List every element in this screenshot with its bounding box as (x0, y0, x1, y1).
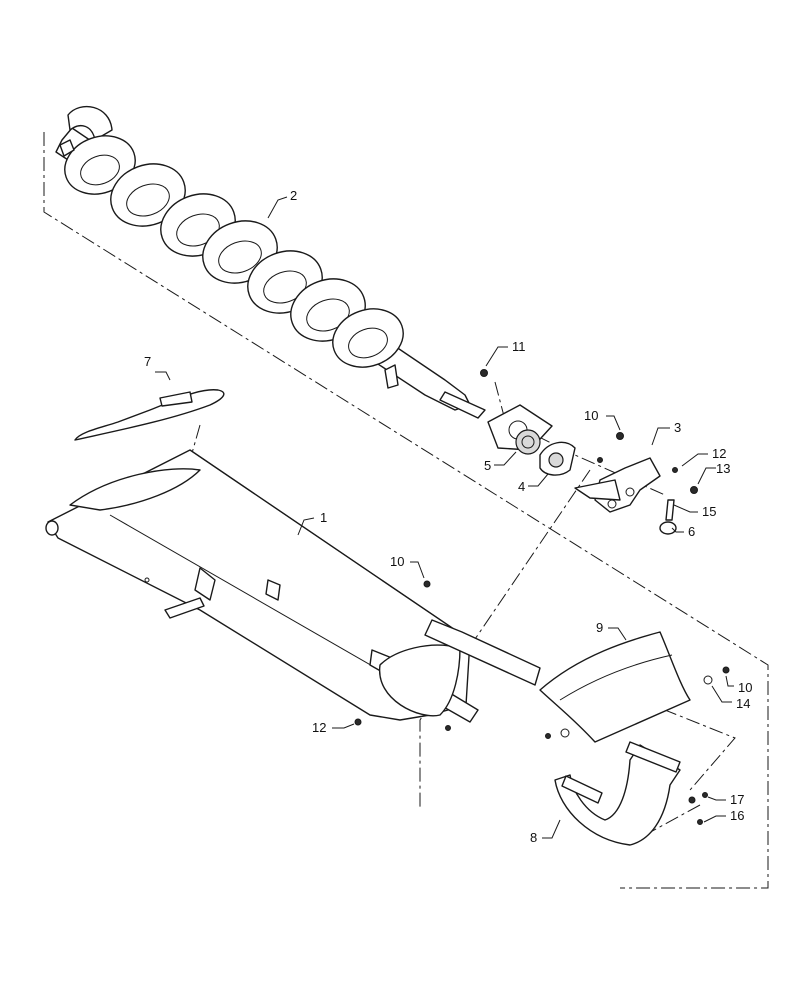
cap-6 (659, 521, 677, 535)
callout-3: 3 (674, 420, 681, 435)
bearing-flange-part (487, 404, 553, 455)
auger-trough-part (45, 449, 541, 723)
callout-17: 17 (730, 792, 744, 807)
screw-9 (545, 733, 551, 739)
hardware-parts (354, 369, 730, 825)
washer-9 (560, 728, 570, 738)
band-part (554, 741, 681, 846)
callout-6: 6 (688, 524, 695, 539)
bolt-10-middle (423, 580, 431, 588)
callout-15: 15 (702, 504, 716, 519)
callout-leaders (155, 196, 734, 839)
callout-10-upper: 10 (584, 408, 598, 423)
washer-14 (703, 675, 713, 685)
nut-12-lower (354, 718, 362, 726)
nut-16 (688, 796, 696, 804)
callout-14: 14 (736, 696, 750, 711)
bolt-4 (597, 457, 603, 463)
callout-7: 7 (144, 354, 151, 369)
callout-10-lower: 10 (738, 680, 752, 695)
callout-4: 4 (518, 479, 525, 494)
callout-2: 2 (290, 188, 297, 203)
screw-17 (702, 792, 708, 798)
cover-part (539, 631, 691, 743)
auger-flighting-part (55, 105, 486, 419)
bolt-1 (445, 725, 451, 731)
callout-12-upper: 12 (712, 446, 726, 461)
pin-15 (665, 499, 675, 521)
callout-8: 8 (530, 830, 537, 845)
screw-16 (697, 819, 703, 825)
callout-labels: 2 1 7 3 10 11 5 4 6 12 13 15 10 12 10 14… (144, 188, 752, 845)
callout-5: 5 (484, 458, 491, 473)
callout-12-lower: 12 (312, 720, 326, 735)
bolt-10-lower (722, 666, 730, 674)
bolt-11 (480, 369, 488, 377)
bearing-retainer-part (539, 441, 576, 476)
callout-1: 1 (320, 510, 327, 525)
handle-bail-part (74, 389, 225, 441)
bolt-10-upper (616, 432, 624, 440)
callout-9: 9 (596, 620, 603, 635)
callout-13: 13 (716, 461, 730, 476)
callout-10-middle: 10 (390, 554, 404, 569)
callout-11: 11 (512, 339, 526, 354)
bracket-part (574, 457, 661, 513)
nut-12-upper (672, 467, 678, 473)
auger-flight-loops (64, 135, 404, 368)
nut-13 (690, 486, 698, 494)
callout-16: 16 (730, 808, 744, 823)
